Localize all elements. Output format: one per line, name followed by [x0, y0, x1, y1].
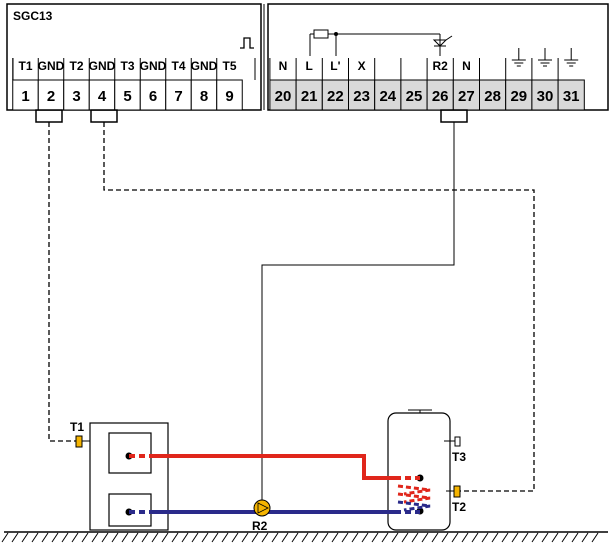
terminal-8: GND 8: [191, 58, 218, 111]
terminal-6: GND 6: [140, 58, 167, 111]
terminal-number: 8: [200, 88, 208, 105]
terminal-number: 5: [123, 88, 131, 105]
terminal-31: 31: [557, 58, 585, 111]
ground-line: [1, 531, 608, 543]
terminal-signal: GND: [140, 59, 167, 73]
terminal-signal: N: [279, 59, 288, 73]
connector-t2: [90, 109, 118, 123]
terminal-number: 6: [149, 88, 157, 105]
terminal-2: GND 2: [38, 58, 65, 111]
terminal-28: 28: [479, 58, 507, 111]
sensor-t1-icon: [75, 435, 83, 448]
label-t3: T3: [452, 450, 466, 464]
wire-t2: [103, 122, 535, 492]
sensor-t2-icon: [453, 485, 461, 498]
terminal-signal: T2: [69, 59, 83, 73]
terminal-number: 31: [563, 88, 580, 105]
terminal-number: 22: [327, 88, 344, 105]
label-t1: T1: [70, 420, 84, 434]
pump-r2: [253, 499, 271, 517]
hot-pipe: [129, 454, 431, 512]
terminal-3: T2 3: [63, 58, 90, 111]
pulse-icon: [240, 37, 254, 49]
terminal-signal: X: [358, 59, 366, 73]
terminal-number: 9: [225, 88, 233, 105]
controller-title: SGC13: [13, 9, 53, 23]
label-t2: T2: [452, 500, 466, 514]
ground-icon: [564, 48, 579, 67]
terminal-number: 24: [379, 88, 396, 105]
terminal-26: R2 26: [426, 58, 454, 111]
ground-icon: [511, 48, 526, 67]
terminal-number: 7: [174, 88, 182, 105]
terminal-signal: GND: [38, 59, 65, 73]
terminal-signal: T3: [120, 59, 134, 73]
terminal-number: 20: [275, 88, 292, 105]
terminal-1: T1 1: [12, 58, 39, 111]
terminal-25: 25: [400, 58, 428, 111]
terminal-signal: R2: [433, 59, 449, 73]
terminal-number: 23: [353, 88, 370, 105]
left-terminal-strip: T1 1 GND 2 T2 3 GND 4 T3 5 GND 6 T4 7 GND 8 T5 9: [12, 58, 256, 111]
wire-r2: [261, 122, 455, 506]
terminal-9: T5 9: [216, 58, 243, 111]
ground-icon: [538, 48, 552, 67]
terminal-number: 29: [510, 88, 527, 105]
label-r2: R2: [252, 519, 268, 533]
terminal-signal: T1: [18, 59, 32, 73]
terminal-signal: L': [330, 59, 340, 73]
terminal-number: 27: [458, 88, 475, 105]
terminal-22: L' 22: [321, 58, 349, 111]
terminal-number: 3: [72, 88, 80, 105]
terminal-4: GND 4: [89, 58, 116, 111]
ground-icons: [511, 48, 579, 67]
terminal-number: 4: [98, 88, 107, 105]
terminal-signal: T4: [171, 59, 185, 73]
terminal-signal: T5: [222, 59, 236, 73]
wire-t1: [48, 122, 76, 442]
triac-symbol: [432, 34, 453, 56]
terminal-7: T4 7: [165, 58, 192, 111]
fuse-symbol: [309, 29, 440, 56]
terminal-24: 24: [374, 58, 402, 111]
connector-t1: [35, 109, 63, 123]
terminal-number: 2: [47, 88, 55, 105]
terminal-number: 25: [406, 88, 423, 105]
terminal-signal: L: [306, 59, 313, 73]
terminal-number: 1: [21, 88, 29, 105]
terminal-number: 26: [432, 88, 449, 105]
terminal-signal: GND: [89, 59, 116, 73]
connector-r2: [440, 109, 468, 123]
right-terminal-strip: N 20 L 21 L' 22 X 23 24 25 R2 26 N 27 28 29 30 31: [269, 58, 585, 111]
terminal-number: 28: [484, 88, 501, 105]
terminal-signal: N: [462, 59, 471, 73]
terminal-20: N 20: [269, 58, 297, 111]
terminal-5: T3 5: [114, 58, 141, 111]
terminal-29: 29: [505, 58, 533, 111]
terminal-number: 21: [301, 88, 318, 105]
sensor-t3-icon: [454, 436, 461, 447]
terminal-number: 30: [537, 88, 554, 105]
terminal-21: L 21: [295, 58, 323, 111]
terminal-signal: GND: [191, 59, 218, 73]
